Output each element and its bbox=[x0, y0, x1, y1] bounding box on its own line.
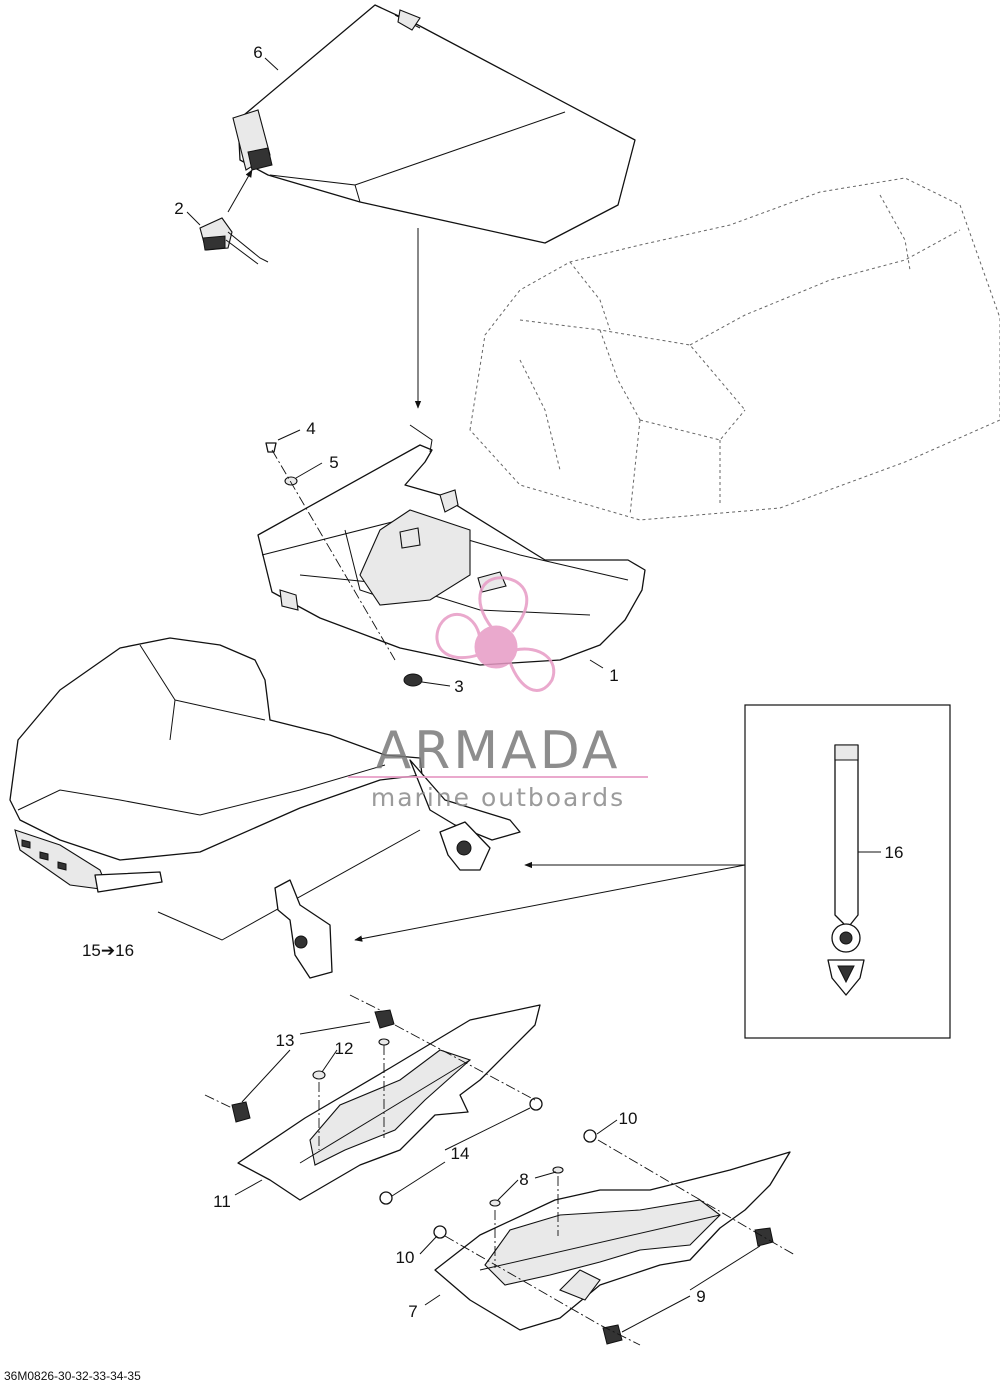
right-side-panel-part bbox=[434, 1151, 791, 1331]
callout-13: 13 bbox=[276, 1031, 295, 1050]
callout-15-16: 15➔16 bbox=[82, 941, 134, 960]
diagram-code: 36M0826-30-32-33-34-35 bbox=[4, 1369, 141, 1383]
seat-ghost-outline bbox=[469, 177, 1000, 521]
callout-9: 9 bbox=[696, 1287, 705, 1306]
fasteners bbox=[231, 442, 774, 1345]
storage-tray-part bbox=[257, 424, 646, 666]
callout-10-bottom: 10 bbox=[396, 1248, 415, 1267]
assembly-arrows bbox=[227, 169, 746, 942]
callout-12: 12 bbox=[335, 1039, 354, 1058]
callout-10-top: 10 bbox=[619, 1109, 638, 1128]
callout-3: 3 bbox=[454, 677, 463, 696]
seat-part bbox=[9, 637, 521, 941]
callout-labels: 6 2 4 5 1 3 16 15➔16 13 12 14 11 10 8 10… bbox=[82, 43, 903, 1321]
propeller-icon bbox=[435, 576, 556, 692]
callout-6: 6 bbox=[253, 43, 262, 62]
watermark-tagline: marine outboards bbox=[371, 783, 625, 812]
clip-part bbox=[199, 217, 269, 265]
bracket-part bbox=[274, 879, 333, 979]
callout-leaders bbox=[186, 57, 881, 1333]
callout-16: 16 bbox=[885, 843, 904, 862]
detail-inset bbox=[744, 704, 951, 1039]
watermark-brand: ARMADA bbox=[376, 721, 621, 781]
watermark: ARMADA marine outboards bbox=[348, 576, 648, 812]
callout-2: 2 bbox=[174, 199, 183, 218]
callout-1: 1 bbox=[609, 666, 618, 685]
left-side-panel-part bbox=[237, 1004, 541, 1201]
callout-7: 7 bbox=[408, 1302, 417, 1321]
callout-8: 8 bbox=[519, 1170, 528, 1189]
assembly-centerlines bbox=[204, 449, 796, 1346]
callout-4: 4 bbox=[306, 419, 315, 438]
callout-5: 5 bbox=[329, 453, 338, 472]
windshield-part bbox=[232, 4, 636, 244]
callout-11: 11 bbox=[213, 1192, 231, 1211]
callout-14: 14 bbox=[451, 1144, 470, 1163]
